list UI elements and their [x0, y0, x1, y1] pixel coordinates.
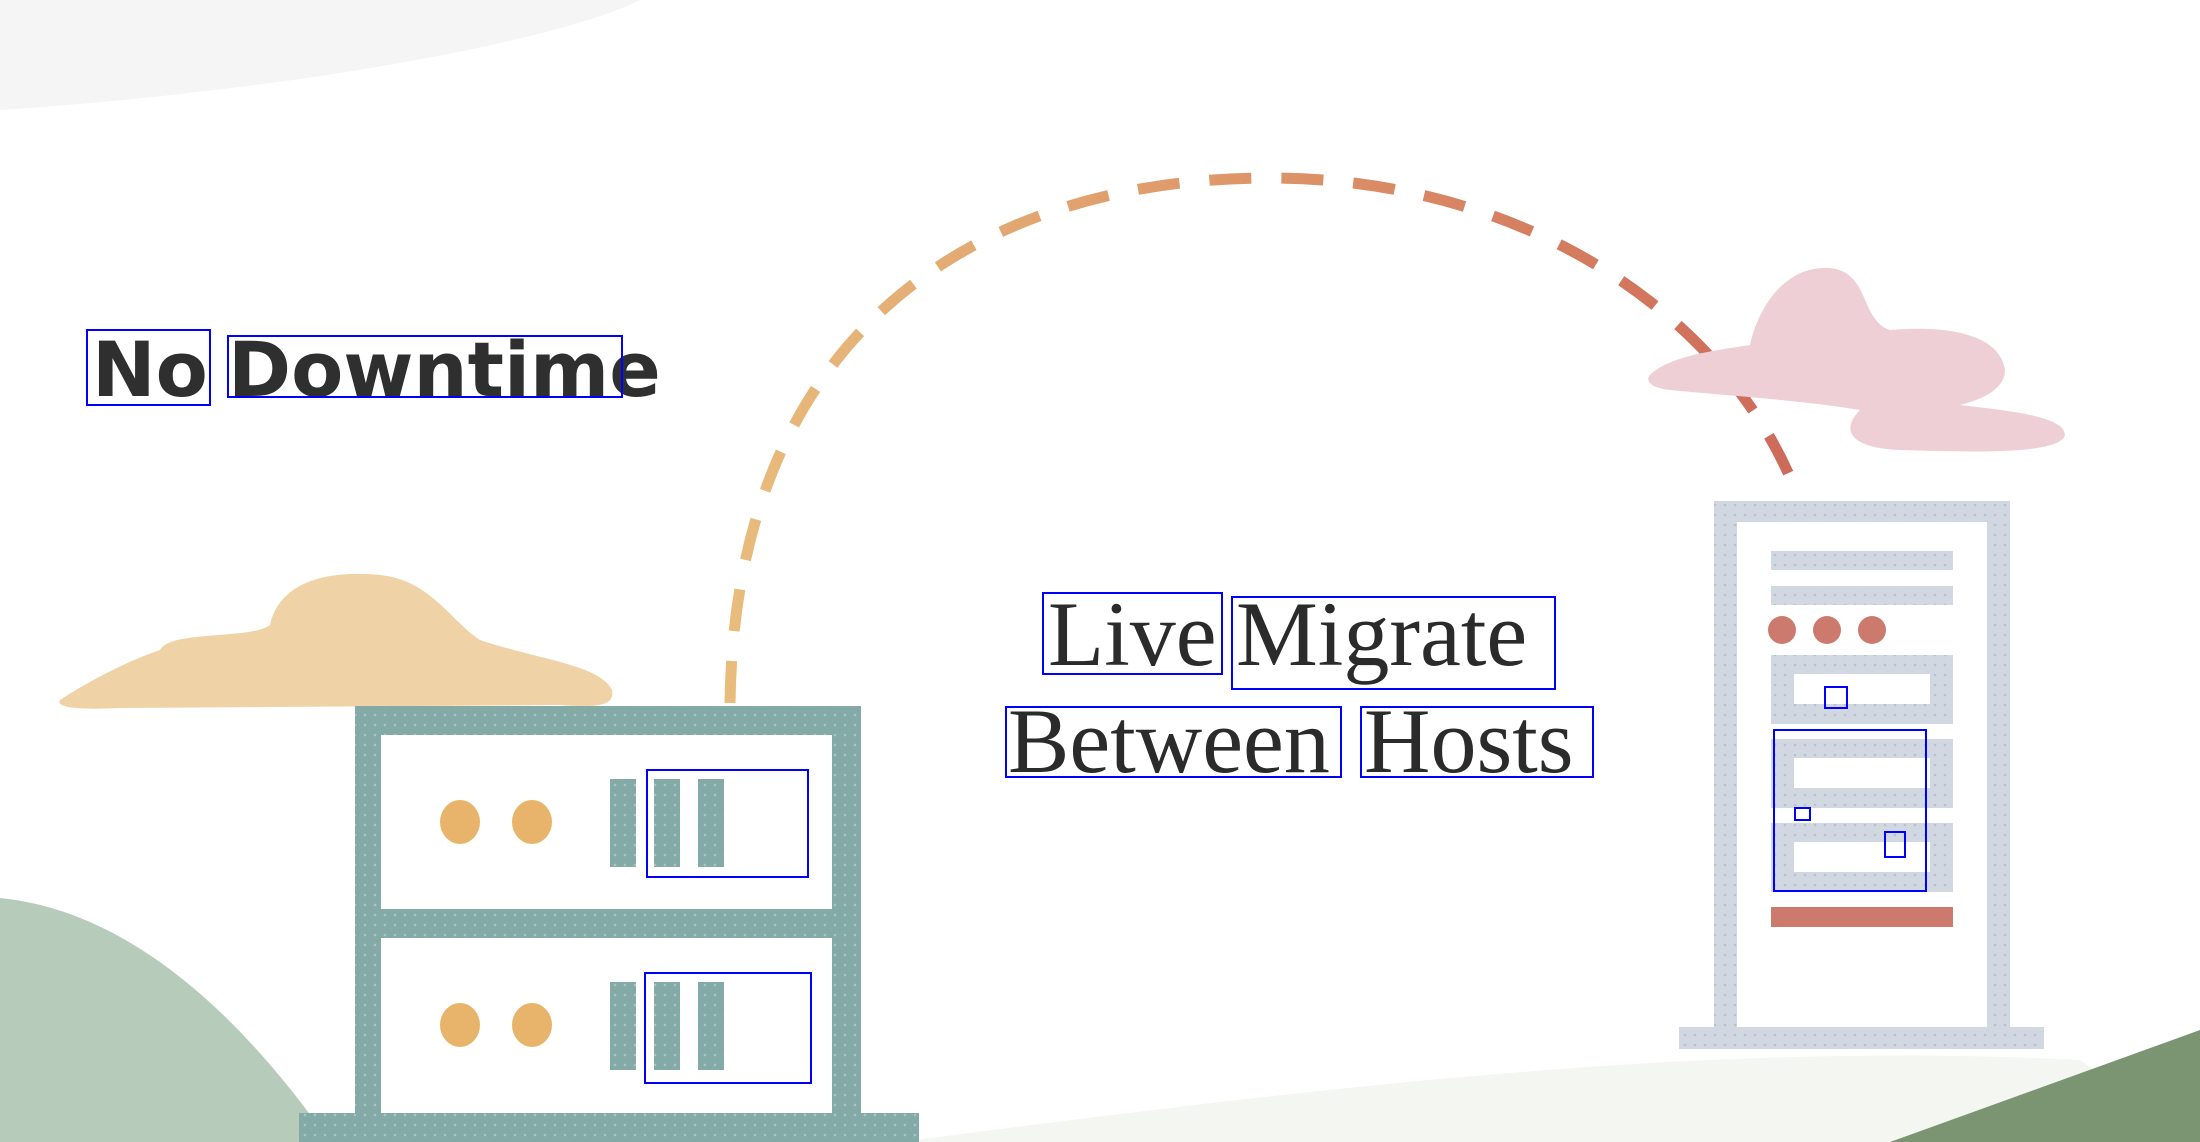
- source-host-server: [299, 706, 919, 1142]
- pink-cloud: [1648, 267, 2065, 452]
- annotation-box: [1824, 686, 1848, 709]
- annotation-box: [1794, 807, 1811, 821]
- sage-hill: [0, 898, 330, 1142]
- caption-word-live: Live: [1048, 583, 1217, 685]
- status-lights-bottom: [440, 1003, 552, 1047]
- caption-word-migrate: Migrate: [1236, 583, 1527, 685]
- texture-patch-top-left: [0, 0, 640, 110]
- drive-bays: [1771, 655, 1953, 892]
- migration-arc: [724, 172, 1799, 704]
- power-bar: [1771, 907, 1953, 927]
- headline-word-no: No: [92, 325, 208, 414]
- vent-slots-top: [610, 779, 724, 867]
- annotation-box: [1884, 831, 1906, 858]
- sand-cloud: [59, 573, 613, 709]
- annotation-box: [86, 329, 211, 406]
- annotation-box: [1231, 596, 1556, 690]
- vent-slots-bottom: [610, 982, 724, 1070]
- annotation-box: [227, 335, 623, 398]
- annotation-box: [1005, 706, 1342, 778]
- annotation-box: [644, 972, 812, 1084]
- status-lights-top: [440, 800, 552, 844]
- annotation-box: [646, 769, 809, 878]
- status-lights: [1768, 616, 1886, 644]
- destination-host-server: [1679, 501, 2044, 1049]
- dark-green-hill: [1890, 1030, 2200, 1142]
- annotation-box: [1773, 729, 1927, 892]
- headline-word-downtime: Downtime: [228, 325, 661, 414]
- annotation-box: [1042, 592, 1223, 675]
- speckled-ground: [900, 1055, 2200, 1142]
- annotation-box: [1360, 706, 1594, 778]
